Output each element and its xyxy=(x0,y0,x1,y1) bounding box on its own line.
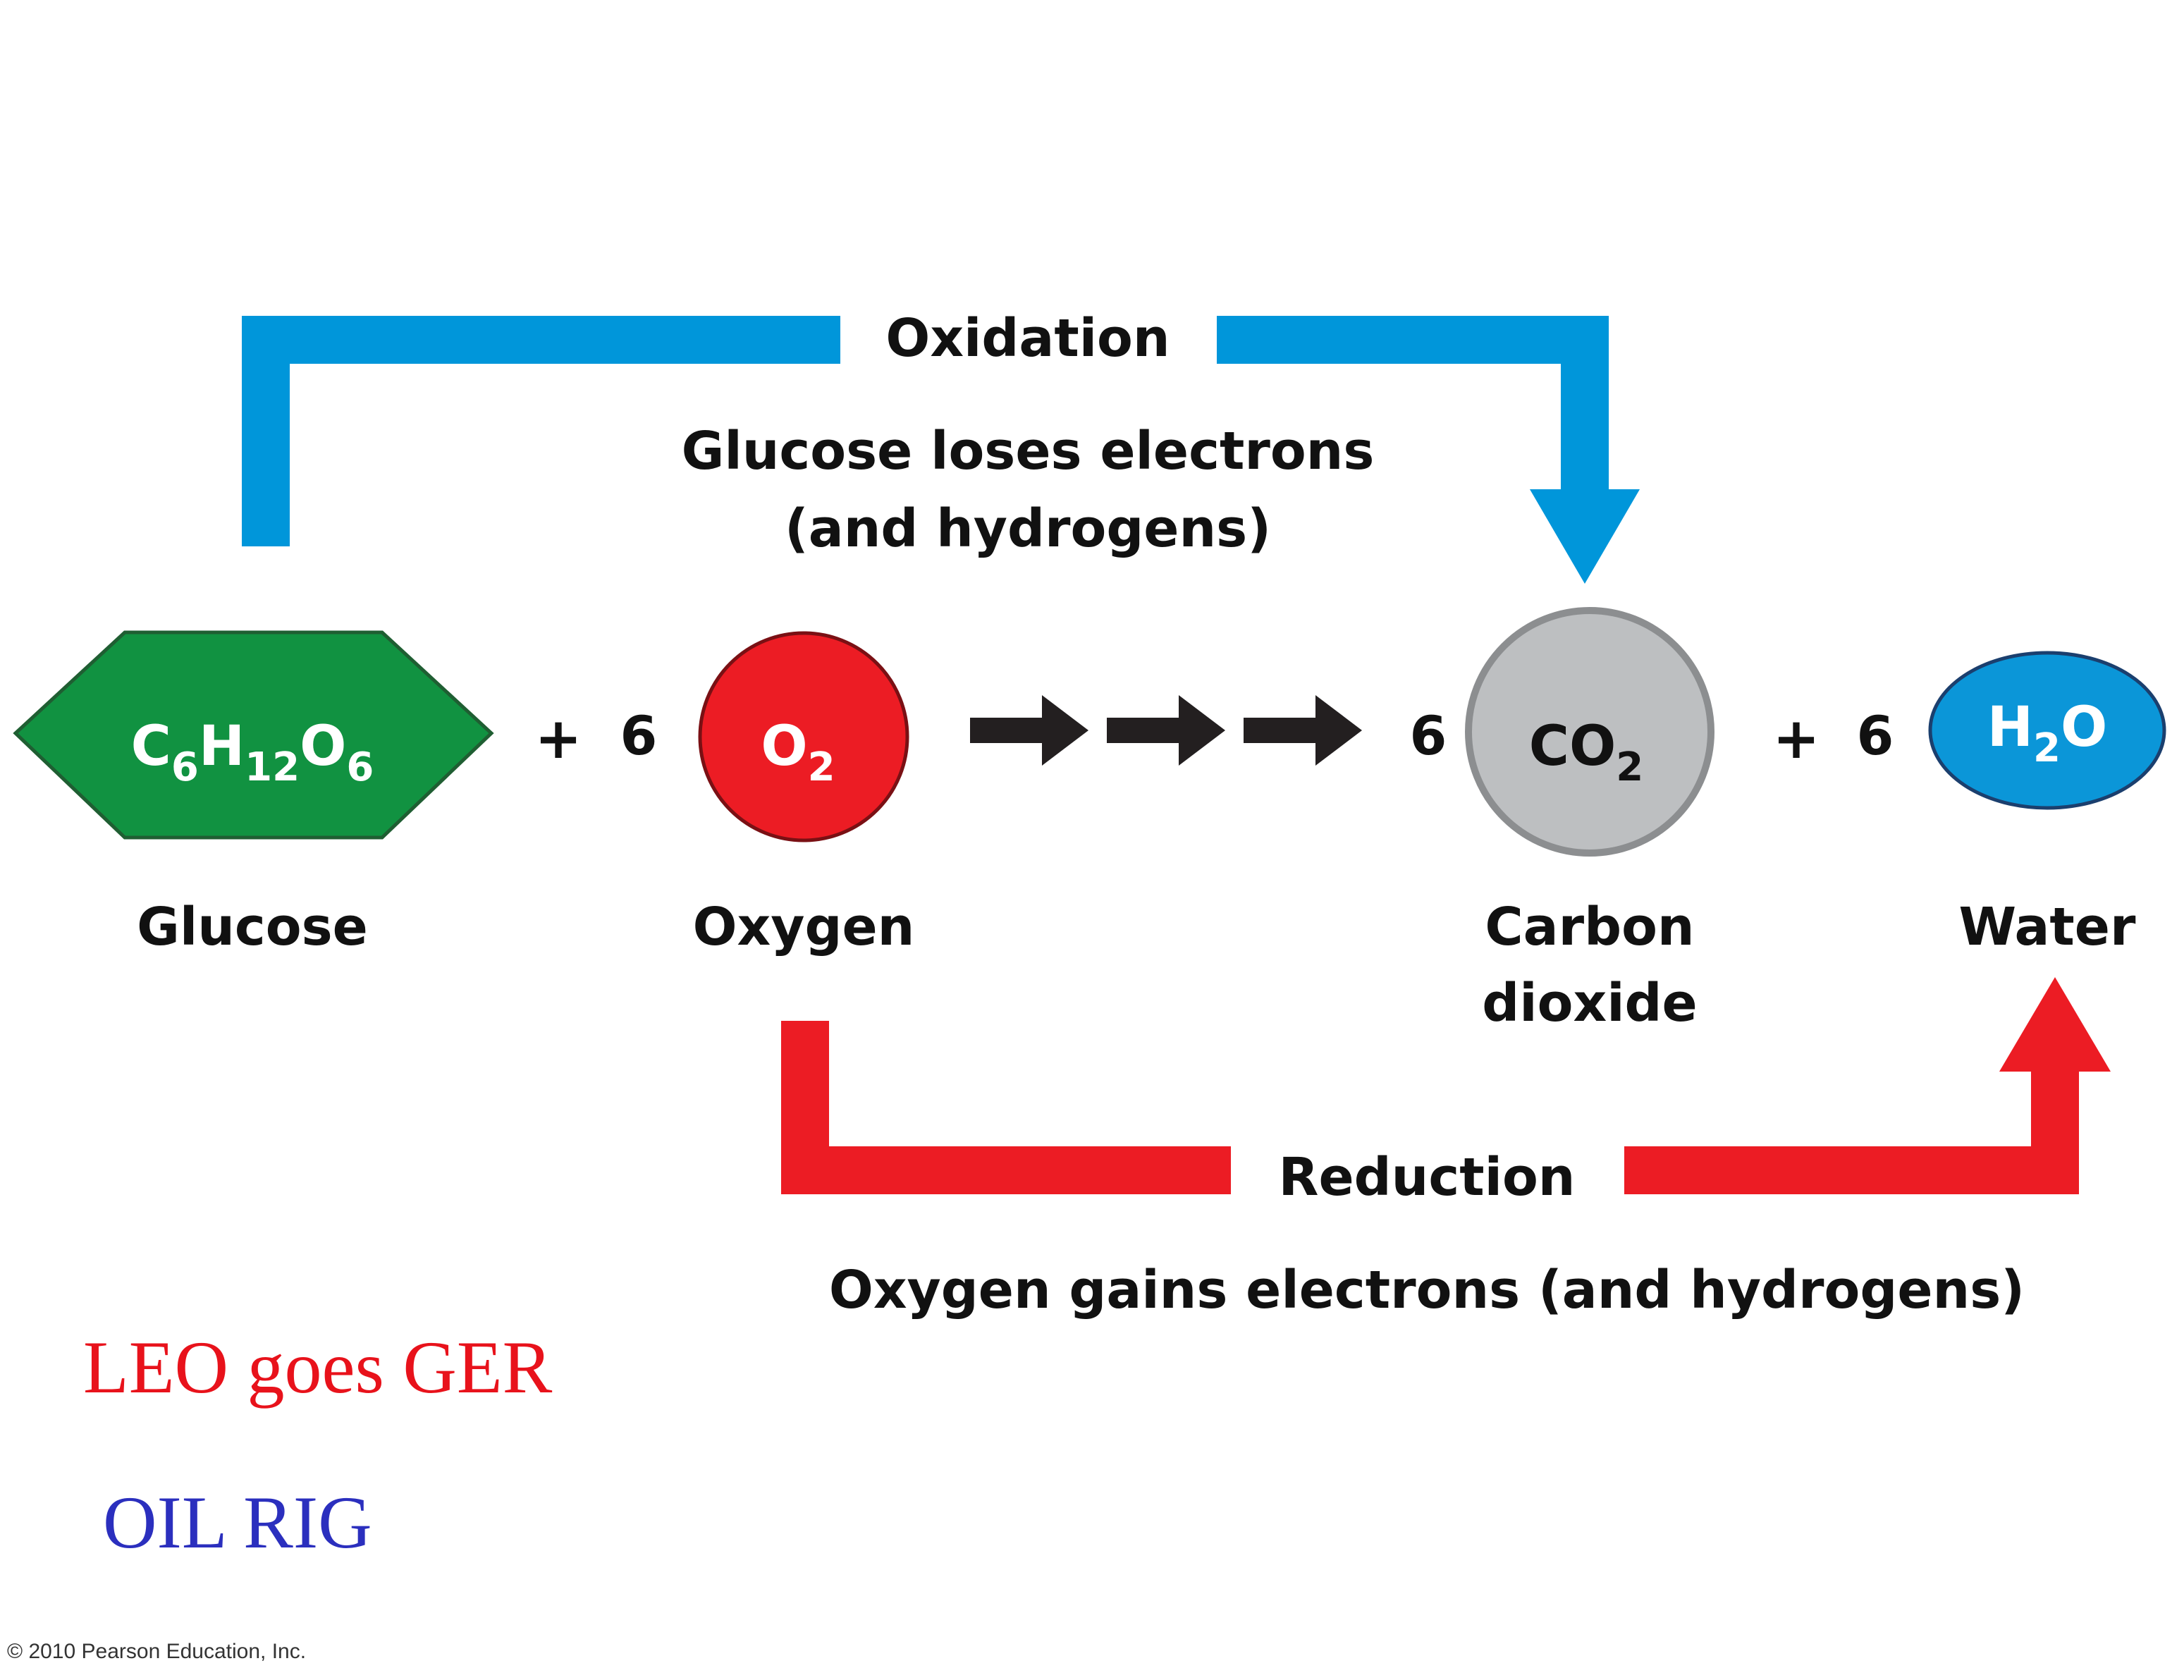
coefficient-oxygen: 6 xyxy=(620,704,658,767)
carbon-dioxide-name-line1: Carbon xyxy=(1485,897,1694,957)
carbon-dioxide-molecule: CO2 xyxy=(1465,607,1714,857)
oxidation-arrow-path xyxy=(242,316,840,546)
reduction-title: Reduction xyxy=(1279,1147,1576,1208)
carbon-dioxide-formula: CO2 xyxy=(1529,715,1644,790)
oxygen-formula: O2 xyxy=(761,715,835,790)
mnemonic-oil-rig: OIL RIG xyxy=(103,1481,372,1564)
glucose-formula: C6H12O6 xyxy=(131,715,374,790)
reduction-arrow-path xyxy=(781,1021,1231,1194)
water-ellipse xyxy=(1928,651,2166,810)
oxidation-arrow xyxy=(242,316,1640,584)
glucose-hexagon xyxy=(13,630,494,840)
glucose-molecule: C6H12O6 xyxy=(13,630,494,840)
oxidation-arrow-path-right xyxy=(1217,316,1609,493)
coefficient-carbon-dioxide: 6 xyxy=(1410,704,1447,767)
oxygen-molecule: O2 xyxy=(698,631,909,842)
copyright-notice: © 2010 Pearson Education, Inc. xyxy=(7,1640,306,1663)
water-formula: H2O xyxy=(1987,696,2108,771)
oxidation-desc-line1: Glucose loses electrons xyxy=(682,421,1375,482)
water-name: Water xyxy=(1959,897,2136,957)
oxidation-desc-line2: (and hydrogens) xyxy=(785,498,1271,559)
reduction-desc: Oxygen gains electrons (and hydrogens) xyxy=(829,1260,2025,1320)
coefficient-water: 6 xyxy=(1857,704,1894,767)
reduction-arrow xyxy=(781,977,2111,1194)
oxidation-title: Oxidation xyxy=(885,308,1170,369)
water-molecule: H2O xyxy=(1928,651,2166,810)
reaction-arrow-2 xyxy=(1107,695,1225,766)
plus-sign-2: + xyxy=(1772,706,1820,771)
carbon-dioxide-circle xyxy=(1465,607,1714,857)
reaction-arrows xyxy=(970,695,1362,766)
reaction-arrow-3 xyxy=(1244,695,1362,766)
oxygen-circle xyxy=(698,631,909,842)
oxidation-arrowhead xyxy=(1530,489,1640,584)
reduction-arrow-path-right xyxy=(1624,1068,2079,1194)
mnemonic-leo-goes-ger: LEO goes GER xyxy=(83,1326,553,1409)
glucose-name: Glucose xyxy=(137,897,368,957)
plus-sign-1: + xyxy=(534,706,582,771)
reduction-arrowhead xyxy=(1999,977,2111,1072)
oxygen-name: Oxygen xyxy=(693,897,915,957)
reaction-arrow-1 xyxy=(970,695,1088,766)
carbon-dioxide-name-line2: dioxide xyxy=(1482,973,1697,1034)
